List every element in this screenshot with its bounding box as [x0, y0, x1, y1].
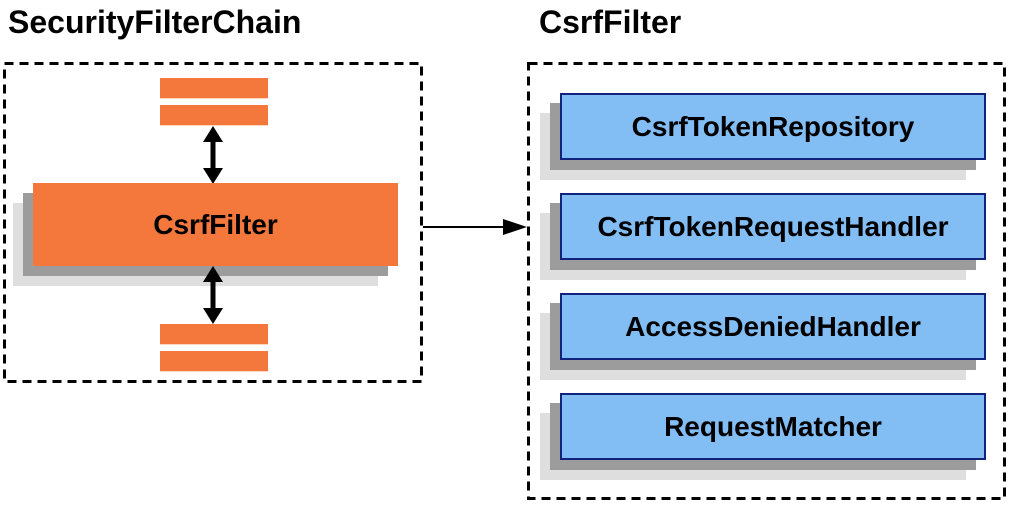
security-filter-chain-container: [3, 62, 423, 383]
security-filter-chain-title: SecurityFilterChain: [8, 4, 302, 40]
component-box-csrf-token-request-handler: CsrfTokenRequestHandler: [560, 193, 986, 260]
component-label: AccessDeniedHandler: [625, 310, 921, 342]
csrf-filter-box-label: CsrfFilter: [153, 208, 278, 240]
double-arrow-icon: [203, 126, 223, 184]
csrf-filter-container: [527, 62, 1006, 500]
component-box-csrf-token-repository: CsrfTokenRepository: [560, 93, 986, 160]
right-arrow-icon: [423, 219, 527, 235]
double-arrow-icon: [203, 266, 223, 324]
csrf-filter-box: CsrfFilter: [33, 183, 398, 266]
dashed-border: [527, 62, 1006, 500]
component-label: CsrfTokenRequestHandler: [597, 210, 949, 242]
csrf-filter-title: CsrfFilter: [539, 4, 682, 40]
component-box-request-matcher: RequestMatcher: [560, 393, 986, 460]
dashed-border: [3, 62, 423, 383]
filter-placeholder-bar: [160, 324, 268, 345]
filter-placeholder-bar: [160, 105, 268, 126]
filter-placeholder-bar: [160, 78, 268, 99]
component-box-access-denied-handler: AccessDeniedHandler: [560, 293, 986, 360]
component-label: CsrfTokenRepository: [631, 110, 915, 142]
filter-placeholder-bar: [160, 351, 268, 372]
component-label: RequestMatcher: [664, 410, 882, 442]
